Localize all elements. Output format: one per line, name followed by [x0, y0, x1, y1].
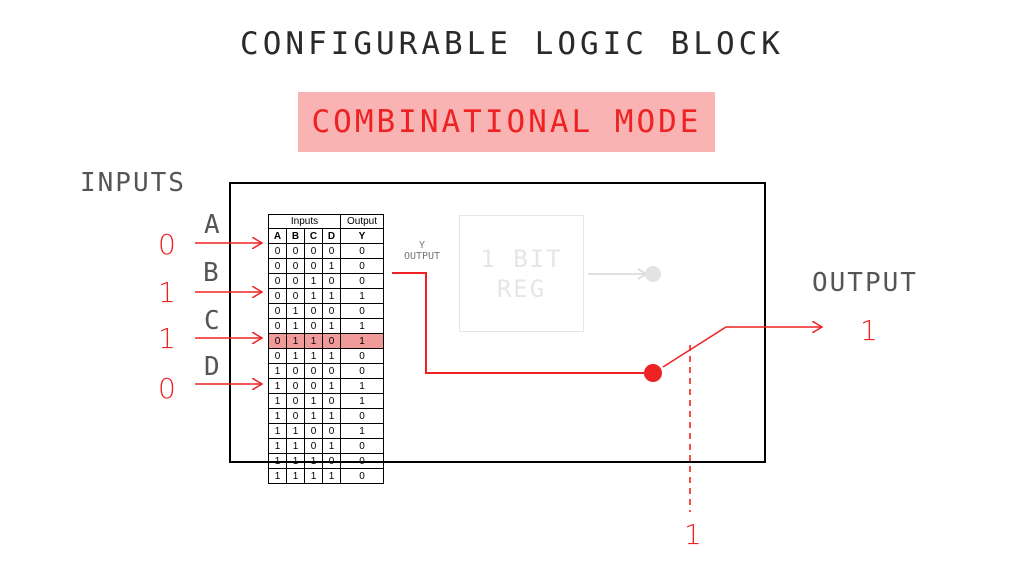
- table-cell: 0: [322, 333, 341, 349]
- table-cell: 0: [340, 468, 384, 484]
- mode-badge: COMBINATIONAL MODE: [298, 92, 715, 152]
- table-cell: 1: [286, 333, 305, 349]
- input-b-name: B: [203, 258, 219, 288]
- select-value: 1: [684, 518, 702, 551]
- table-cell: 0: [268, 333, 287, 349]
- table-cell: 1: [340, 378, 384, 394]
- output-value: 1: [860, 314, 878, 347]
- y-output-label-line1: Y: [418, 240, 426, 251]
- register-label-line1: 1 BIT: [480, 244, 563, 273]
- input-a-name: A: [204, 210, 220, 240]
- register-output-node: [645, 266, 661, 282]
- table-cell: 1: [286, 468, 305, 484]
- mux-node: [644, 364, 662, 382]
- register-label-line2: REG: [496, 274, 547, 303]
- y-output-label: Y OUTPUT: [394, 240, 450, 262]
- output-wire: [662, 327, 822, 368]
- input-b-value: 1: [158, 276, 176, 309]
- y-output-wire: [392, 272, 653, 374]
- input-a-value: 0: [158, 228, 176, 261]
- output-label: OUTPUT: [812, 268, 918, 298]
- input-c-name: C: [204, 306, 220, 336]
- input-c-value: 1: [158, 322, 176, 355]
- logic-block-frame: [229, 182, 766, 463]
- input-d-value: 0: [158, 372, 176, 405]
- input-d-name: D: [204, 352, 220, 382]
- inputs-label: INPUTS: [80, 168, 186, 198]
- mode-label: COMBINATIONAL MODE: [311, 104, 702, 140]
- page-title: CONFIGURABLE LOGIC BLOCK: [240, 26, 784, 62]
- y-output-label-line2: OUTPUT: [403, 251, 441, 262]
- register-block: 1 BIT REG: [459, 215, 584, 332]
